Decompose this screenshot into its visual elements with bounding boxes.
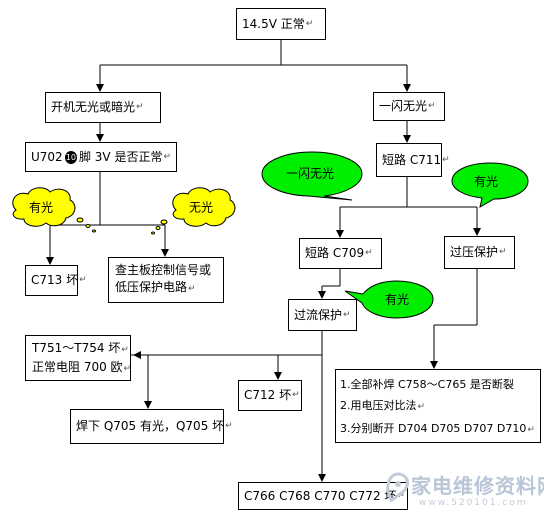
short-c709-node: 短路 C709↵ <box>299 238 382 269</box>
t751-node: T751～T754 坏↵ 正常电阻 700 欧↵ <box>25 335 131 381</box>
u702-check-node: U702 10 脚 3V 是否正常↵ <box>25 142 177 172</box>
return-mark: ↵ <box>225 421 233 431</box>
return-mark: ↵ <box>499 247 507 257</box>
watermark-logo-icon <box>386 472 409 502</box>
t751-line: 正常电阻 700 欧↵ <box>32 359 131 378</box>
c766-node: C766 C768 C770 C772 坏↵ <box>238 482 408 510</box>
site-watermark: 家电维修资料网 www.520101.com <box>383 470 544 510</box>
check-main-line: 查主板控制信号或 <box>115 263 212 277</box>
step-line: 2.用电压对比法↵ <box>340 395 536 418</box>
light-callout-c709: 有光 <box>344 280 434 319</box>
yellow-cloud-shape <box>12 187 96 233</box>
light-callout-right: 有光 <box>451 162 529 208</box>
green-callout-shape <box>451 162 529 208</box>
return-mark: ↵ <box>417 402 426 412</box>
step-text: 3.分别断开 D704 D705 D707 D710 <box>340 422 527 435</box>
green-callout-shape <box>261 151 363 201</box>
return-mark: ↵ <box>428 101 436 111</box>
return-mark: ↵ <box>365 248 373 258</box>
overvoltage-node: 过压保护↵ <box>444 236 515 269</box>
light-cloud-left-text: 有光 <box>28 200 54 215</box>
flash-no-light-callout: 一闪无光 <box>261 151 363 201</box>
left-branch-node: 开机无光或暗光↵ <box>45 92 161 123</box>
top-voltage-label: 14.5V 正常 <box>242 16 305 31</box>
top-voltage-node: 14.5V 正常↵ <box>236 8 326 40</box>
yellow-cloud-shape <box>151 187 236 235</box>
return-mark: ↵ <box>79 275 87 285</box>
return-mark: ↵ <box>188 284 196 294</box>
short-c711-node: 短路 C711↵ <box>376 143 450 177</box>
return-mark: ↵ <box>292 390 300 400</box>
step-text: 2.用电压对比法 <box>340 399 417 412</box>
return-mark: ↵ <box>121 345 129 355</box>
watermark-text: 家电维修资料网 <box>411 474 544 498</box>
u702-suffix: 脚 3V 是否正常 <box>78 149 163 164</box>
green-callout-shape <box>344 280 434 319</box>
c713-node: C713 坏↵ <box>25 265 87 296</box>
c712-label: C712 坏 <box>244 388 292 402</box>
step-line: 1.全部补焊 C758～C765 是否断裂 <box>340 378 514 391</box>
pin-number-badge: 10 <box>64 150 77 164</box>
t751-text: 正常电阻 700 欧 <box>32 360 123 374</box>
return-mark: ↵ <box>442 154 450 165</box>
flash-no-light-text: 一闪无光 <box>285 166 335 181</box>
t751-text: T751～T754 坏 <box>32 341 121 355</box>
left-branch-label: 开机无光或暗光 <box>51 100 136 114</box>
return-mark: ↵ <box>527 425 535 435</box>
light-callout-right-text: 有光 <box>473 174 499 189</box>
return-mark: ↵ <box>305 18 314 29</box>
return-mark: ↵ <box>136 102 144 112</box>
q705-label: 焊下 Q705 有光，Q705 坏 <box>76 419 225 433</box>
return-mark: ↵ <box>343 309 351 320</box>
c712-node: C712 坏↵ <box>238 380 302 411</box>
check-main-line: 低压保护电路↵ <box>115 279 217 298</box>
light-callout-c709-text: 有光 <box>384 292 410 307</box>
light-cloud-left: 有光 <box>8 186 96 233</box>
watermark-url: www.520101.com <box>419 498 528 508</box>
short-c711-label: 短路 C711 <box>382 152 442 167</box>
t751-line: T751～T754 坏↵ <box>32 340 129 359</box>
steps-node: 1.全部补焊 C758～C765 是否断裂 2.用电压对比法↵ 3.分别断开 D… <box>335 369 541 443</box>
right-branch-node: 一闪无光↵ <box>373 92 445 121</box>
return-mark: ↵ <box>163 151 171 162</box>
return-mark: ↵ <box>397 490 405 501</box>
no-light-cloud-text: 无光 <box>188 200 214 215</box>
q705-node: 焊下 Q705 有光，Q705 坏↵ <box>70 409 233 444</box>
check-main-node: 查主板控制信号或 低压保护电路↵ <box>108 257 224 303</box>
short-c709-label: 短路 C709 <box>305 246 365 260</box>
no-light-cloud: 无光 <box>151 186 236 235</box>
c766-label: C766 C768 C770 C772 坏 <box>244 488 397 503</box>
c713-label: C713 坏 <box>31 273 79 287</box>
overcurrent-node: 过流保护↵ <box>288 299 357 331</box>
check-main-text: 低压保护电路 <box>115 280 188 294</box>
u702-prefix: U702 <box>31 149 63 164</box>
return-mark: ↵ <box>123 364 132 374</box>
overvoltage-label: 过压保护 <box>450 245 499 259</box>
right-branch-label: 一闪无光 <box>379 99 428 113</box>
overcurrent-label: 过流保护 <box>294 307 343 322</box>
step-line: 3.分别断开 D704 D705 D707 D710↵ <box>340 418 536 441</box>
